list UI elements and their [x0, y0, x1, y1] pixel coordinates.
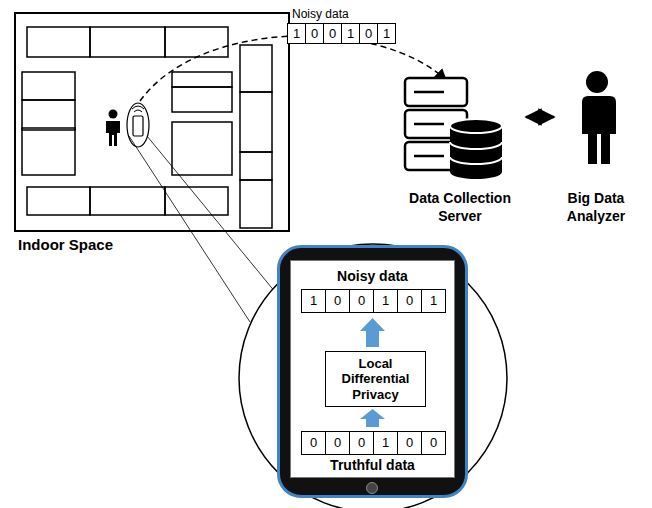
region-label: Indoor Space — [18, 236, 113, 253]
array-heading: Noisy data — [290, 268, 455, 284]
bit-cell: 1 — [373, 289, 398, 313]
analyzer-icon — [582, 96, 616, 164]
phone-icon — [127, 103, 149, 147]
phone-icon — [133, 116, 143, 136]
flow-arrow — [360, 409, 385, 427]
analyzer-node: Big Data Analyzer — [556, 66, 636, 228]
bit-cell: 1 — [287, 23, 306, 44]
array-heading: Noisy data — [292, 7, 349, 21]
server-icon — [414, 92, 444, 156]
server-icon — [450, 119, 502, 133]
room-walls — [240, 45, 272, 92]
room-walls — [22, 128, 75, 175]
bit-cell: 1 — [341, 23, 360, 44]
room-walls — [22, 100, 75, 130]
bit-cell: 1 — [301, 289, 326, 313]
icon-label: Big Data Analyzer — [556, 190, 636, 225]
room-walls — [165, 187, 228, 215]
icon-label: Data Collection Server — [396, 190, 524, 225]
room-walls — [22, 27, 272, 228]
bit-cell: 0 — [349, 289, 374, 313]
bit-cell: 0 — [349, 431, 374, 455]
server-icon — [450, 142, 502, 164]
bit-cell: 0 — [325, 431, 350, 455]
array-heading: Truthful data — [290, 457, 455, 473]
analyzer-icon — [586, 71, 608, 93]
room-walls — [90, 27, 165, 57]
server-icon — [405, 78, 502, 179]
bit-cell: 0 — [323, 23, 342, 44]
data-upload-arrow — [140, 36, 446, 101]
phone-icon — [132, 106, 144, 112]
room-walls — [90, 187, 165, 215]
room-walls — [172, 72, 232, 87]
bit-cell: 0 — [301, 431, 326, 455]
person-icon — [106, 110, 120, 147]
room-walls — [27, 27, 90, 57]
bit-cell: 0 — [305, 23, 324, 44]
room-walls — [172, 122, 232, 175]
bit-cell: 1 — [373, 431, 398, 455]
smartphone: Local Differential Privacy Noisy dataTrut… — [277, 245, 468, 498]
bit-cell: 1 — [377, 23, 396, 44]
room-walls — [22, 72, 75, 100]
flow-arrow — [360, 318, 385, 347]
double-arrow — [526, 116, 554, 119]
room-walls — [172, 87, 232, 112]
person-icon — [109, 110, 118, 119]
phone-icon — [127, 103, 149, 147]
bit-cell: 1 — [421, 289, 446, 313]
person-icon — [106, 121, 120, 146]
analyzer-icon — [582, 71, 616, 164]
process-label: Local Differential Privacy — [329, 356, 422, 403]
room-walls — [27, 187, 90, 215]
bit-cell: 0 — [397, 431, 422, 455]
leader-line — [129, 136, 250, 322]
room-walls — [240, 180, 272, 228]
process-box: Local Differential Privacy — [325, 351, 426, 407]
server-node: Data Collection Server — [396, 76, 524, 228]
bit-cell: 0 — [325, 289, 350, 313]
room-walls — [240, 152, 272, 180]
bit-cell: 0 — [359, 23, 378, 44]
room-walls — [240, 92, 272, 152]
bit-cell: 0 — [397, 289, 422, 313]
floor-plan: Indoor Space — [14, 12, 290, 232]
home-button — [366, 482, 378, 494]
room-walls — [165, 27, 228, 57]
bit-cell: 0 — [421, 431, 446, 455]
magnifier-circle — [239, 244, 507, 508]
